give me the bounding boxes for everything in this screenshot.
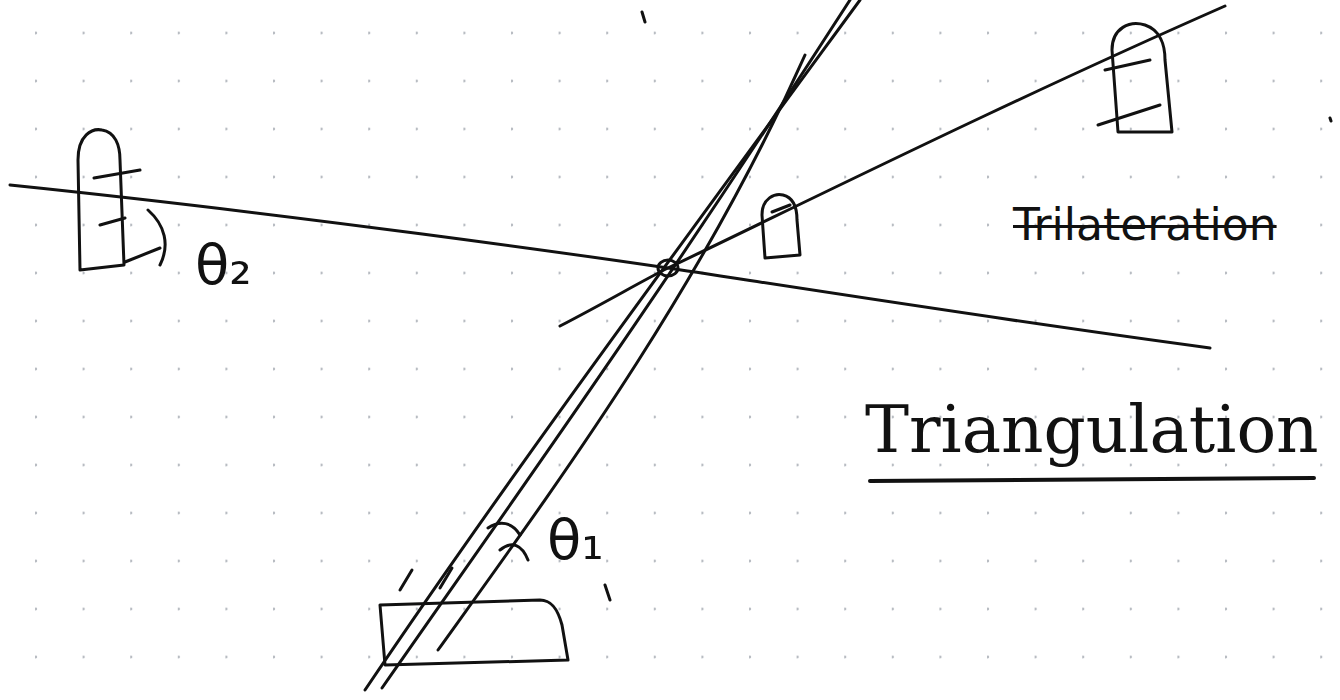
stray-mark [605,12,1331,600]
title-underline [870,478,1314,481]
bearing-line [560,6,1225,326]
angle-arc [148,210,165,265]
station-mark [400,568,452,590]
intersection-point [658,260,678,276]
bearing-line [365,0,860,690]
tower-symbol [78,130,124,270]
target-mark [772,205,790,212]
tower-mark [1098,60,1160,125]
bearing-line [438,55,805,650]
target-symbol [762,195,800,258]
station-symbol [380,600,568,665]
crossed-out-word: Trilateration [1013,201,1277,249]
tower-symbol [1112,24,1172,132]
bearing-line [382,0,850,688]
tower-mark [94,170,160,262]
angle-arc [488,523,528,560]
diagram-title: Triangulation [865,394,1319,467]
angle-label: θ₁ [547,509,604,571]
angle-label: θ₂ [195,234,252,296]
